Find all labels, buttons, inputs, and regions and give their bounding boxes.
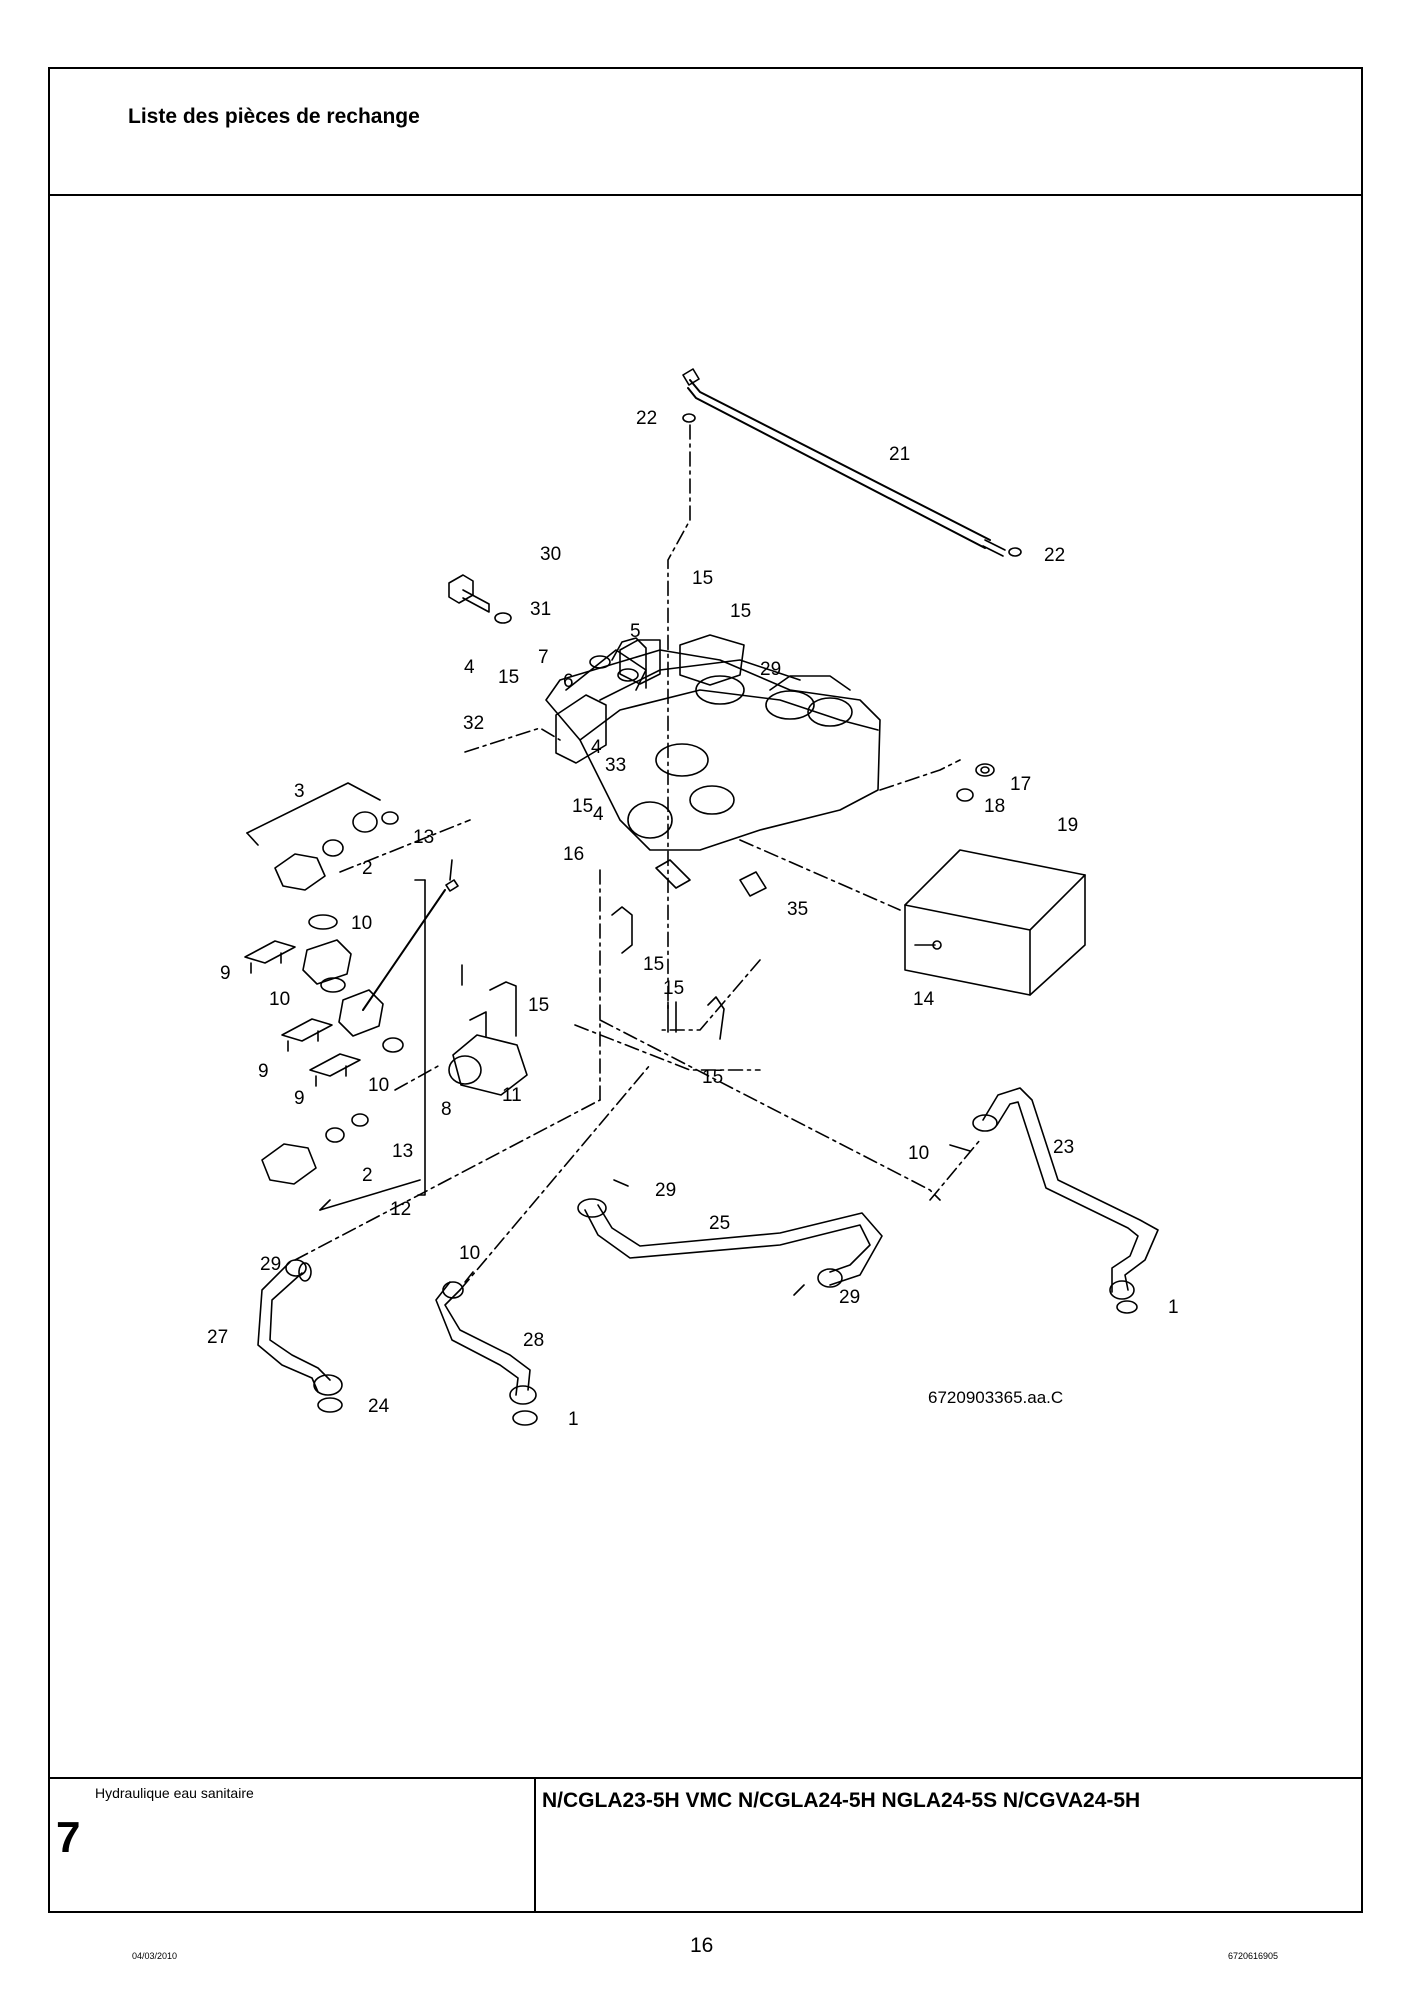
callout-9: 9 bbox=[258, 1061, 269, 1082]
callout-27: 27 bbox=[207, 1327, 228, 1348]
page-number: 16 bbox=[690, 1934, 714, 1957]
callout-15: 15 bbox=[498, 667, 519, 688]
callout-33: 33 bbox=[605, 755, 626, 776]
callout-labels: 22 21 22 30 31 15 15 5 7 4 15 6 29 32 4 … bbox=[207, 408, 1179, 1430]
callout-11: 11 bbox=[502, 1085, 522, 1106]
callout-10: 10 bbox=[351, 913, 372, 934]
document-title: Liste des pièces de rechange bbox=[128, 105, 420, 128]
callout-24: 24 bbox=[368, 1396, 390, 1417]
callout-7: 7 bbox=[538, 647, 549, 668]
callout-22: 22 bbox=[636, 408, 657, 429]
callout-14: 14 bbox=[913, 989, 935, 1010]
callout-10: 10 bbox=[269, 989, 290, 1010]
callout-21: 21 bbox=[889, 444, 910, 465]
drawing-linework bbox=[244, 368, 1159, 1426]
callout-29: 29 bbox=[839, 1287, 860, 1308]
callout-15: 15 bbox=[692, 568, 713, 589]
callout-16: 16 bbox=[563, 844, 584, 865]
callout-10: 10 bbox=[908, 1143, 929, 1164]
callout-4: 4 bbox=[591, 737, 602, 758]
callout-22: 22 bbox=[1044, 545, 1065, 566]
callout-1: 1 bbox=[568, 1409, 579, 1430]
callout-29: 29 bbox=[260, 1254, 281, 1275]
section-name: Hydraulique eau sanitaire bbox=[95, 1785, 254, 1801]
callout-4: 4 bbox=[593, 804, 604, 825]
section-number: 7 bbox=[56, 1813, 81, 1862]
callout-9: 9 bbox=[220, 963, 231, 984]
model-list: N/CGLA23-5H VMC N/CGLA24-5H NGLA24-5S N/… bbox=[542, 1789, 1141, 1812]
callout-15: 15 bbox=[663, 978, 684, 999]
callout-12: 12 bbox=[390, 1199, 411, 1220]
callout-25: 25 bbox=[709, 1213, 730, 1234]
callout-19: 19 bbox=[1057, 815, 1078, 836]
page-frame: Liste des pièces de rechange Hydraulique… bbox=[48, 67, 1363, 1913]
callout-8: 8 bbox=[441, 1099, 452, 1120]
callout-10: 10 bbox=[368, 1075, 389, 1096]
callout-3: 3 bbox=[294, 781, 305, 802]
callout-2: 2 bbox=[362, 858, 373, 879]
print-date: 04/03/2010 bbox=[132, 1951, 178, 1961]
callout-31: 31 bbox=[530, 599, 551, 620]
callout-6: 6 bbox=[563, 671, 574, 692]
callout-4: 4 bbox=[464, 657, 475, 678]
callout-18: 18 bbox=[984, 796, 1005, 817]
callout-13: 13 bbox=[413, 827, 434, 848]
header-band: Liste des pièces de rechange bbox=[50, 69, 1361, 196]
callout-28: 28 bbox=[523, 1330, 544, 1351]
callout-2: 2 bbox=[362, 1165, 373, 1186]
callout-29: 29 bbox=[760, 659, 781, 680]
callout-13: 13 bbox=[392, 1141, 413, 1162]
callout-1: 1 bbox=[1168, 1297, 1179, 1318]
callout-29: 29 bbox=[655, 1180, 676, 1201]
callout-15: 15 bbox=[572, 796, 593, 817]
callout-9: 9 bbox=[294, 1088, 305, 1109]
callout-15: 15 bbox=[730, 601, 751, 622]
footer-band: Hydraulique eau sanitaire 7 N/CGLA23-5H … bbox=[50, 1777, 1361, 1911]
callout-10: 10 bbox=[459, 1243, 480, 1264]
callout-30: 30 bbox=[540, 544, 561, 565]
callout-17: 17 bbox=[1010, 774, 1031, 795]
callout-15: 15 bbox=[643, 954, 664, 975]
callout-15: 15 bbox=[702, 1067, 723, 1088]
callout-15: 15 bbox=[528, 995, 549, 1016]
drawing-reference: 6720903365.aa.C bbox=[928, 1388, 1063, 1407]
callout-23: 23 bbox=[1053, 1137, 1074, 1158]
document-code: 6720616905 bbox=[1228, 1951, 1279, 1961]
footer-divider bbox=[534, 1779, 536, 1911]
callout-35: 35 bbox=[787, 899, 808, 920]
callout-5: 5 bbox=[630, 621, 641, 642]
callout-32: 32 bbox=[463, 713, 484, 734]
